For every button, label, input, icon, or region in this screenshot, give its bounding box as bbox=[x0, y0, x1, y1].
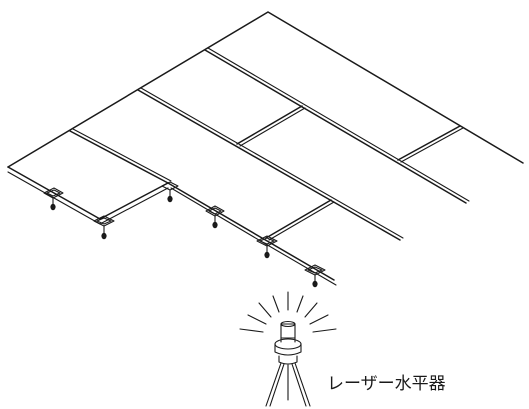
pedestals bbox=[43, 181, 326, 288]
pedestal-5 bbox=[256, 235, 278, 259]
right-front-edge bbox=[167, 182, 335, 281]
seam-1a bbox=[69, 130, 169, 184]
laser-level-icon bbox=[239, 291, 337, 407]
right-front-thickness bbox=[170, 187, 337, 286]
cross-seam-2b bbox=[400, 127, 464, 163]
laser-rays bbox=[239, 291, 337, 333]
right-panel-cross-b bbox=[268, 201, 335, 241]
cross-seam-2a bbox=[397, 125, 461, 161]
cross-seam-1a bbox=[236, 105, 303, 145]
pedestal-1 bbox=[43, 187, 64, 211]
pedestal-6 bbox=[304, 264, 326, 288]
laser-device bbox=[274, 320, 302, 365]
floor-outline bbox=[7, 11, 524, 168]
seam-2b bbox=[140, 87, 404, 239]
seam-3b bbox=[207, 47, 470, 202]
right-panel-cross-a bbox=[265, 199, 332, 239]
seam-3a bbox=[204, 49, 467, 204]
panel-front-edge bbox=[7, 166, 169, 220]
tripod bbox=[265, 362, 311, 407]
pedestal-4 bbox=[205, 205, 225, 229]
seam-2a bbox=[137, 89, 401, 241]
seam-1b bbox=[72, 128, 172, 182]
floor-panels bbox=[7, 11, 524, 286]
laser-level-label: レーザー水平器 bbox=[327, 374, 446, 394]
cross-seam-1b bbox=[239, 107, 306, 147]
pedestal-3 bbox=[161, 181, 179, 203]
pedestal-2 bbox=[93, 215, 115, 240]
